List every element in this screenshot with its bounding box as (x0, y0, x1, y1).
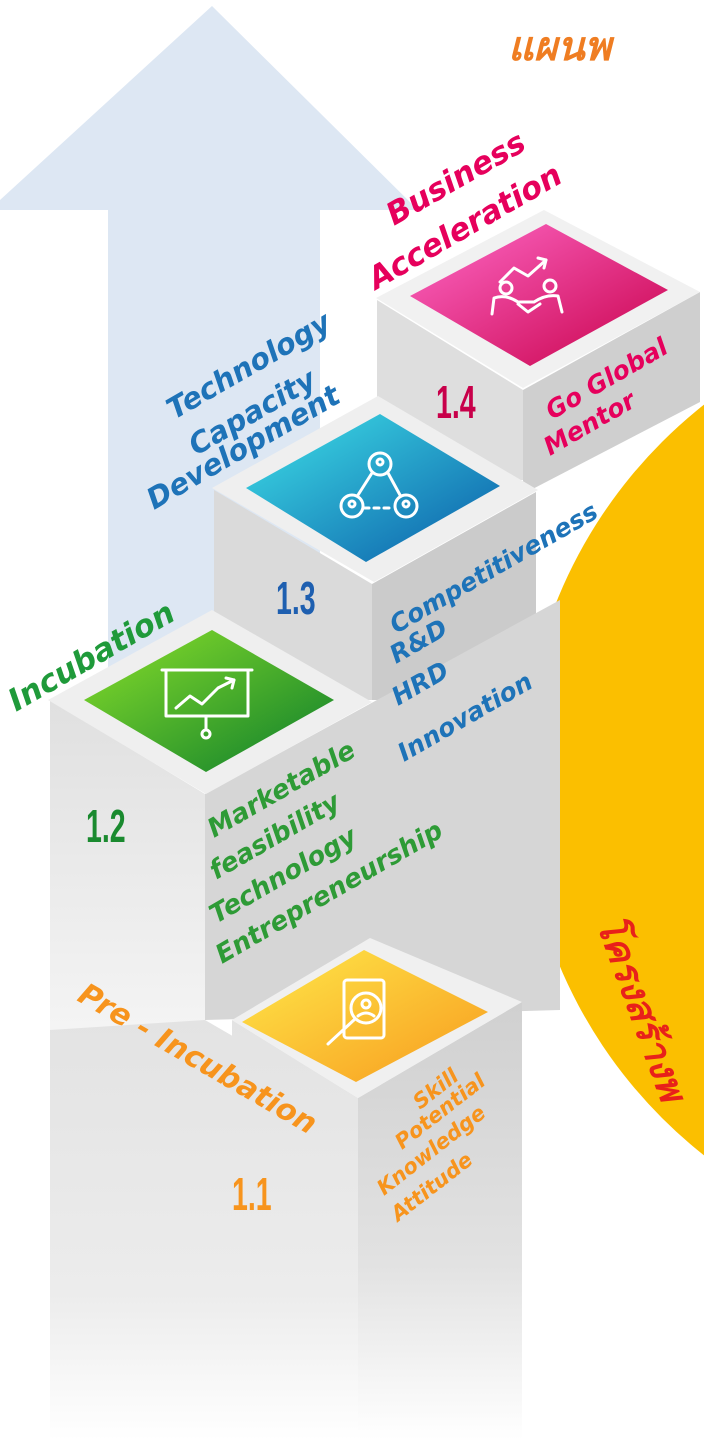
step-1-1-tile (242, 950, 488, 1082)
header-title: แผนพ (508, 24, 615, 70)
chart-board-icon (160, 668, 254, 740)
network-icon (339, 451, 419, 519)
search-user-icon (326, 978, 386, 1046)
step-1-1-front-wall (232, 1020, 358, 1440)
step-1-4-tile (410, 224, 668, 366)
step-1-3-tile (246, 414, 500, 562)
step-1-2-side-wall (205, 600, 560, 1020)
step-1-1 (232, 938, 522, 1440)
step-1-1-side-wall (358, 1002, 522, 1440)
side-panel (522, 404, 704, 1156)
step-1-3-number: 1.3 (276, 573, 316, 625)
step-1-1-number: 1.1 (232, 1169, 272, 1221)
step-1-2-number: 1.2 (86, 801, 126, 853)
handshake-growth-icon (490, 256, 564, 316)
step-1-2 (48, 600, 560, 1030)
step-1-4-side-wall (523, 292, 700, 494)
step-1-2-tile (84, 630, 334, 772)
step-1-4-number: 1.4 (436, 377, 476, 429)
step-1-2-front-wall (50, 700, 205, 1030)
